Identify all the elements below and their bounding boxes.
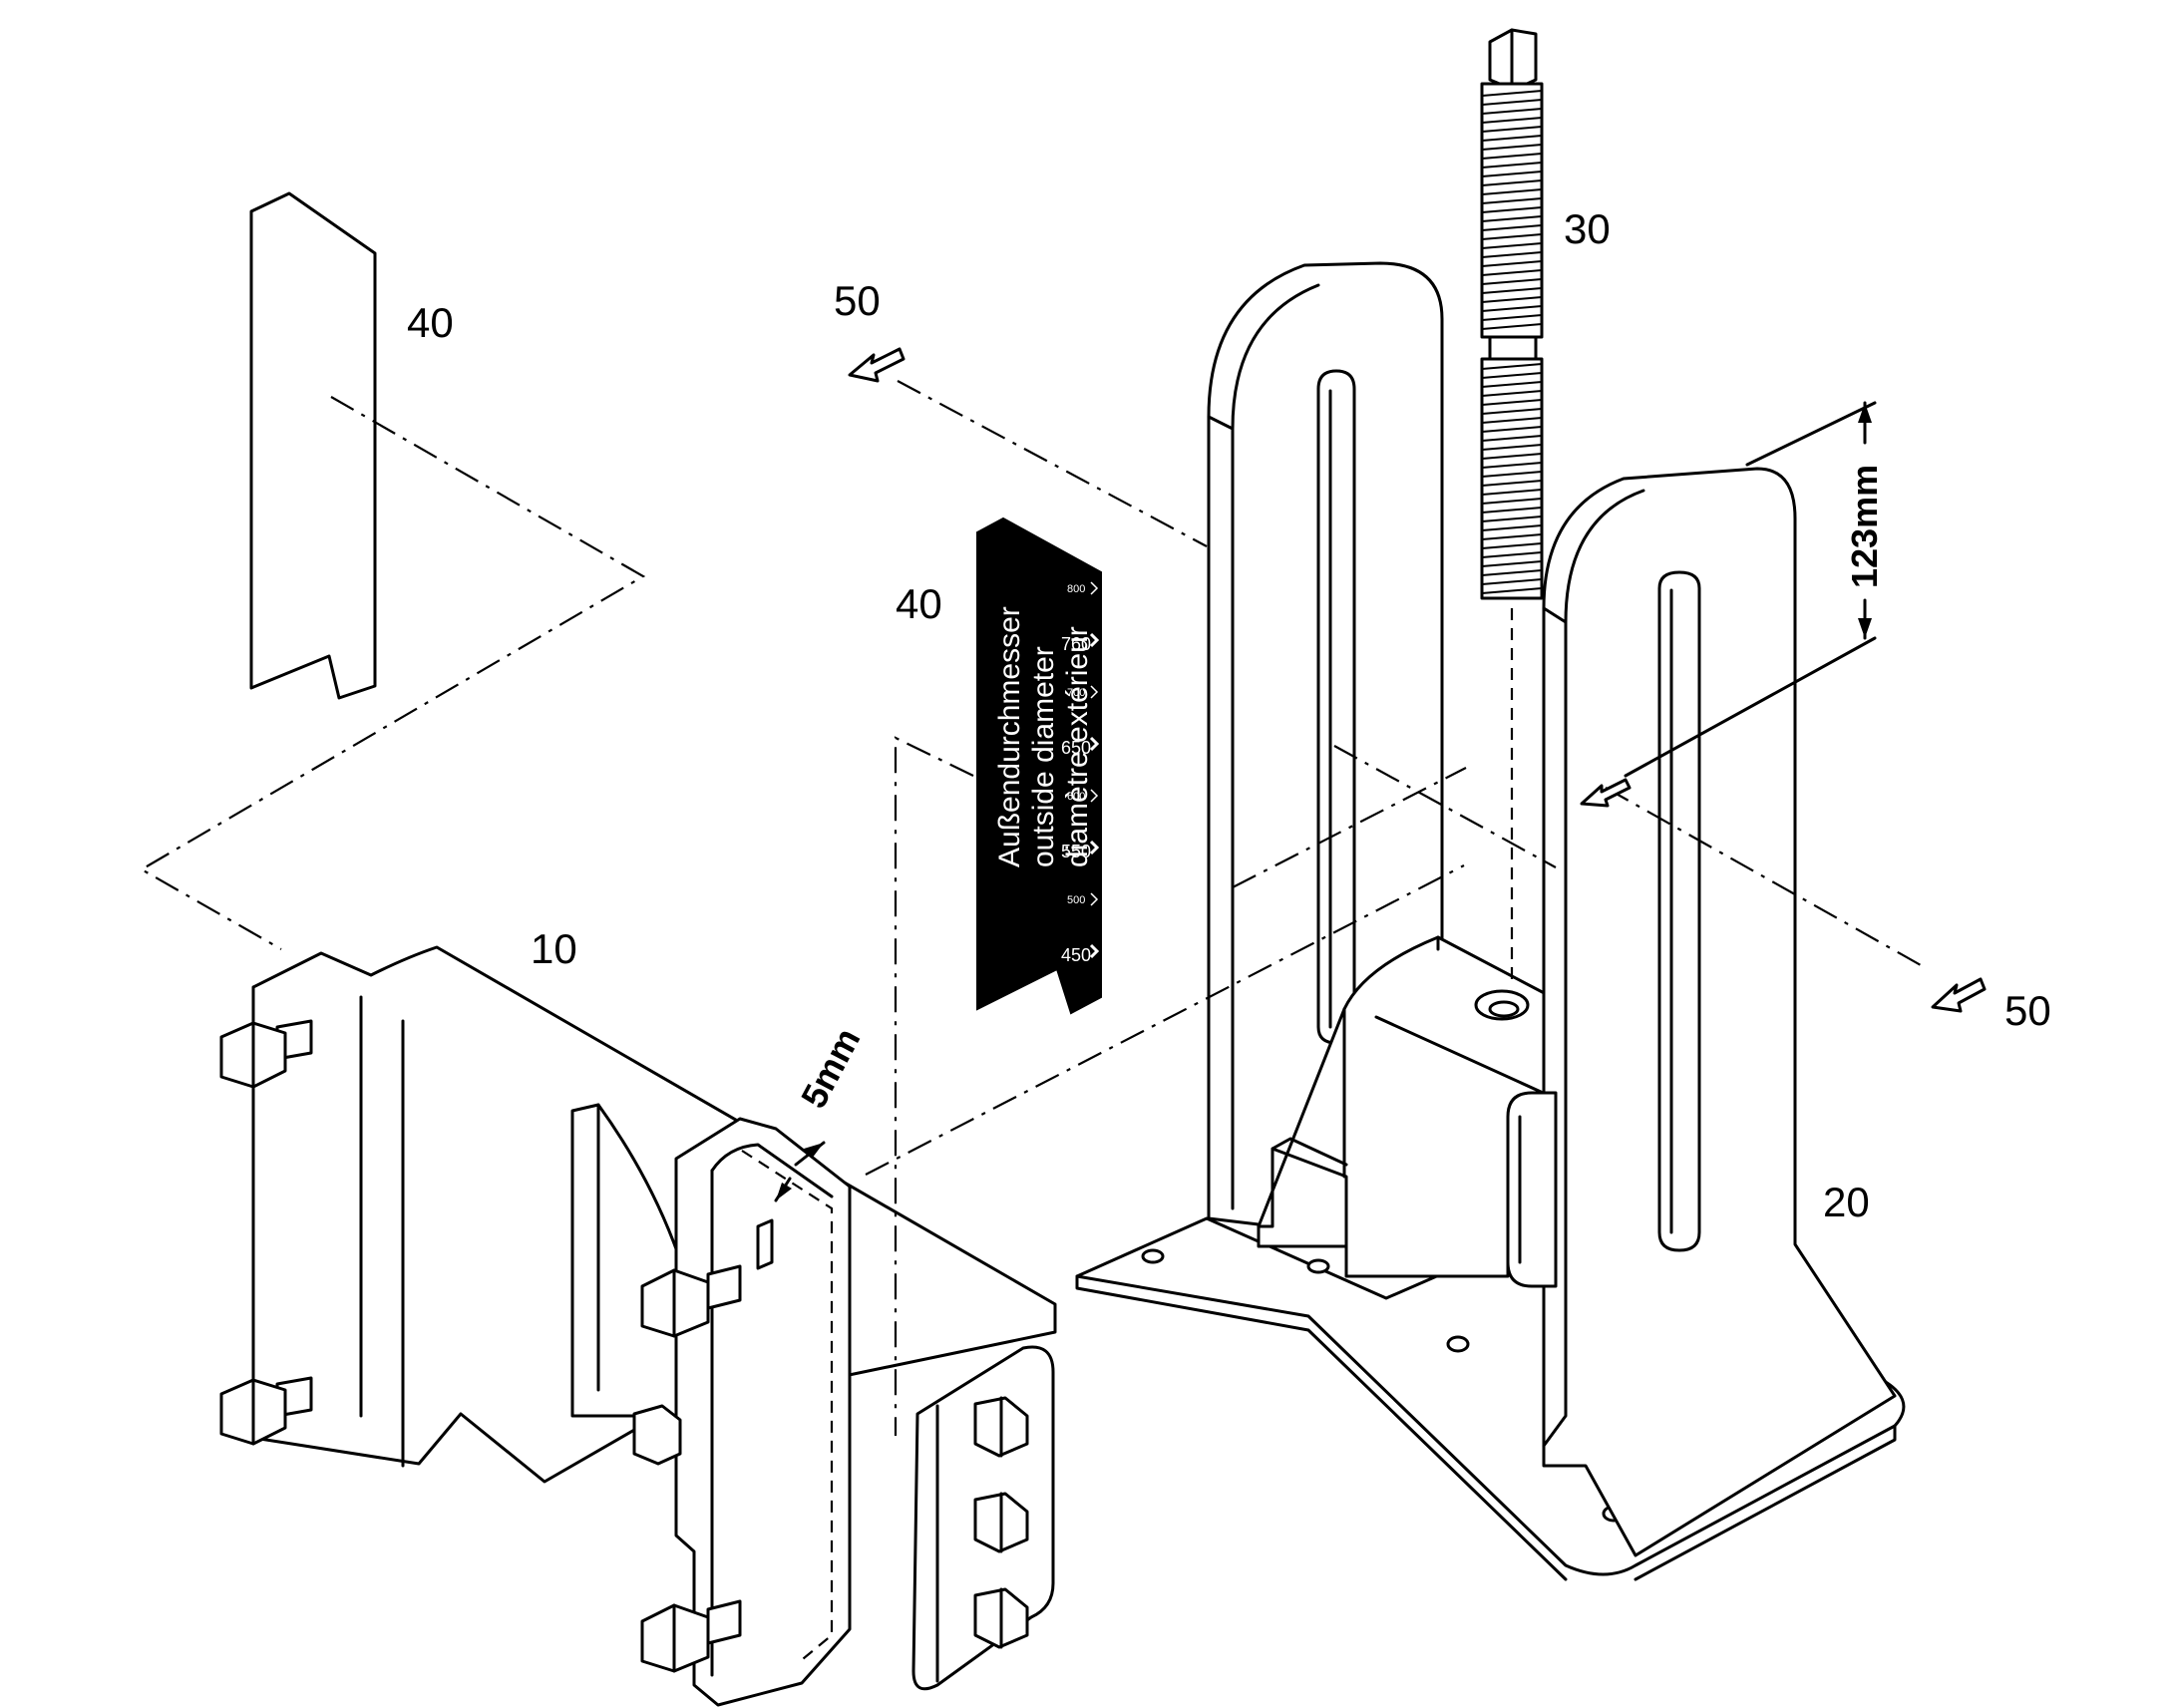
tag-line-3: diamètre extérieur <box>1061 626 1094 867</box>
tag-scale-value: 550 <box>1061 842 1091 861</box>
tag-scale: 800 760 700 650 600 550 500 450 <box>1061 581 1100 965</box>
label-part-40-top: 40 <box>407 299 454 346</box>
bar-bolt-2 <box>973 1492 1029 1553</box>
direction-arrow-50-right <box>1931 977 1987 1013</box>
nut-front-bottom <box>640 1599 742 1673</box>
tag-scale-chevron <box>1090 789 1099 803</box>
clamp-hidden-edge <box>741 1150 834 1664</box>
label-part-20: 20 <box>1823 1179 1870 1225</box>
direction-arrow-inner <box>1580 778 1632 808</box>
label-part-50-top: 50 <box>834 277 881 324</box>
nut-hidden <box>632 1404 682 1466</box>
tag-scale-chevron <box>1090 685 1099 699</box>
dimension-123mm: 123mm <box>1624 401 1885 778</box>
tag-scale-chevron <box>1089 736 1100 752</box>
axis-line-mid <box>1232 767 1467 888</box>
assembly-line-tag-to-bracket <box>139 396 646 950</box>
tag-scale-value: 600 <box>1067 791 1085 803</box>
nut-back-bottom <box>219 1376 313 1446</box>
dimension-5mm-text: 5mm <box>793 1021 869 1114</box>
threaded-rod-30 <box>1480 28 1544 600</box>
axis-line-clamp-to-bracket <box>865 864 1465 1176</box>
tag-scale-value: 500 <box>1067 894 1085 906</box>
nut-back-top <box>219 1019 313 1089</box>
blank-tag <box>249 191 377 700</box>
tag-line-2: outside diameter <box>1027 646 1060 867</box>
label-part-30: 30 <box>1564 205 1611 252</box>
axis-line-50-top <box>897 380 1208 547</box>
label-part-10: 10 <box>531 925 577 972</box>
label-part-40-mid: 40 <box>896 580 942 627</box>
bar-bolt-1 <box>973 1396 1029 1458</box>
tag-scale-chevron <box>1089 943 1100 959</box>
axis-line-50-right <box>1605 787 1922 966</box>
tag-line-1: Außendurchmesser <box>993 606 1026 867</box>
support-bracket-20 <box>1075 261 1906 1581</box>
tag-scale-value: 760 <box>1061 634 1091 654</box>
axis-line-cross <box>1333 745 1557 868</box>
direction-arrow-50-top <box>848 347 906 383</box>
tag-scale-value: 450 <box>1061 945 1091 965</box>
printed-tag: Außendurchmesser outside diameter diamèt… <box>976 516 1102 1015</box>
tag-scale-value: 800 <box>1067 583 1085 595</box>
dimension-123mm-text: 123mm <box>1844 465 1885 588</box>
pipe-clamp-10 <box>219 945 1057 1707</box>
label-part-50-right: 50 <box>2004 987 2051 1034</box>
tag-scale-chevron <box>1090 581 1099 595</box>
tag-scale-chevron <box>1089 632 1100 648</box>
bar-bolt-3 <box>973 1587 1029 1649</box>
assembly-line-tag-outline <box>894 736 974 1436</box>
tag-scale-value: 700 <box>1067 687 1085 699</box>
tag-scale-chevron <box>1090 892 1099 906</box>
tag-scale-chevron <box>1089 840 1100 855</box>
nut-front-top <box>640 1218 774 1338</box>
tag-scale-value: 650 <box>1061 738 1091 758</box>
